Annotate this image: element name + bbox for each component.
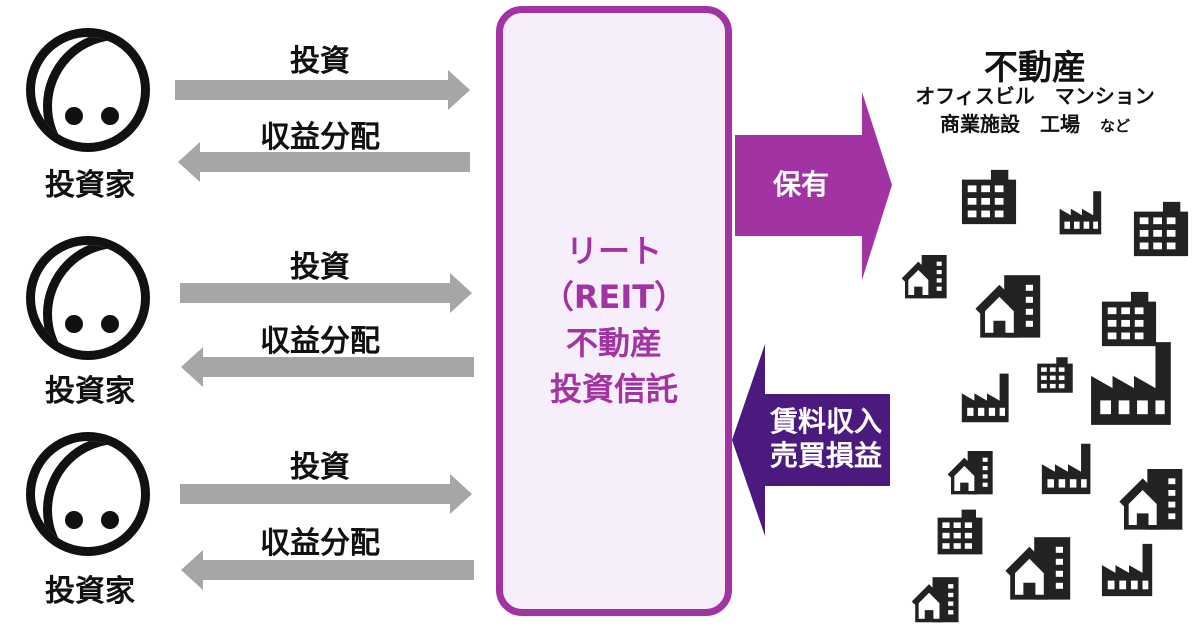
house-icon xyxy=(947,451,993,495)
invest-arrow xyxy=(180,273,472,313)
office-building-icon xyxy=(961,169,1017,225)
real-estate-types-line-1: オフィスビル マンション xyxy=(915,84,1155,108)
office-building-icon xyxy=(1101,291,1157,347)
factory-icon xyxy=(1101,543,1153,597)
invest-arrow xyxy=(175,70,470,110)
investor-label: 投資家 xyxy=(45,168,135,203)
income-arrow xyxy=(732,344,890,536)
house-icon xyxy=(975,275,1041,338)
return-label: 収益分配 xyxy=(260,526,380,561)
income-label: 賃料収入 売買損益 xyxy=(762,405,890,473)
office-building-icon xyxy=(1037,357,1073,393)
reit-label: リート （REIT） 不動産 投資信託 xyxy=(496,228,732,412)
investor-label: 投資家 xyxy=(45,374,135,409)
return-arrow xyxy=(178,142,470,182)
factory-icon xyxy=(1091,342,1171,425)
real-estate-types-line-2: 商業施設 工場 など xyxy=(900,108,1170,137)
return-arrow xyxy=(181,347,474,387)
real-estate-title: 不動産 xyxy=(984,48,1086,88)
house-icon xyxy=(911,577,959,623)
reit-line-4: 投資信託 xyxy=(549,370,678,408)
office-building-icon xyxy=(1133,201,1189,257)
income-line-1: 賃料収入 xyxy=(769,405,882,438)
reit-box xyxy=(496,6,732,616)
investor-face-icon xyxy=(26,28,150,152)
real-estate-types-suffix: など xyxy=(1099,117,1130,135)
invest-label: 投資 xyxy=(290,44,350,79)
investor-face-icon xyxy=(26,432,150,556)
house-icon xyxy=(1005,537,1071,600)
factory-icon xyxy=(961,373,1009,423)
return-label: 収益分配 xyxy=(260,120,380,155)
factory-icon xyxy=(1041,443,1091,495)
return-label: 収益分配 xyxy=(260,324,380,359)
reit-line-3: 不動産 xyxy=(565,324,662,362)
house-icon xyxy=(1119,469,1183,530)
office-building-icon xyxy=(937,509,983,555)
reit-line-2: （REIT） xyxy=(541,278,687,316)
reit-line-1: リート xyxy=(565,232,662,270)
hold-arrow xyxy=(735,92,892,280)
return-arrow xyxy=(181,550,474,590)
real-estate-types-main: 商業施設 工場 xyxy=(939,112,1080,136)
hold-label: 保有 xyxy=(772,168,829,201)
investor-face-icon xyxy=(26,236,150,360)
invest-label: 投資 xyxy=(290,250,350,285)
factory-icon xyxy=(1059,191,1102,235)
income-line-2: 売買損益 xyxy=(769,439,882,472)
invest-label: 投資 xyxy=(290,450,350,485)
invest-arrow xyxy=(180,474,472,514)
house-icon xyxy=(901,255,947,299)
investor-label: 投資家 xyxy=(45,574,135,609)
